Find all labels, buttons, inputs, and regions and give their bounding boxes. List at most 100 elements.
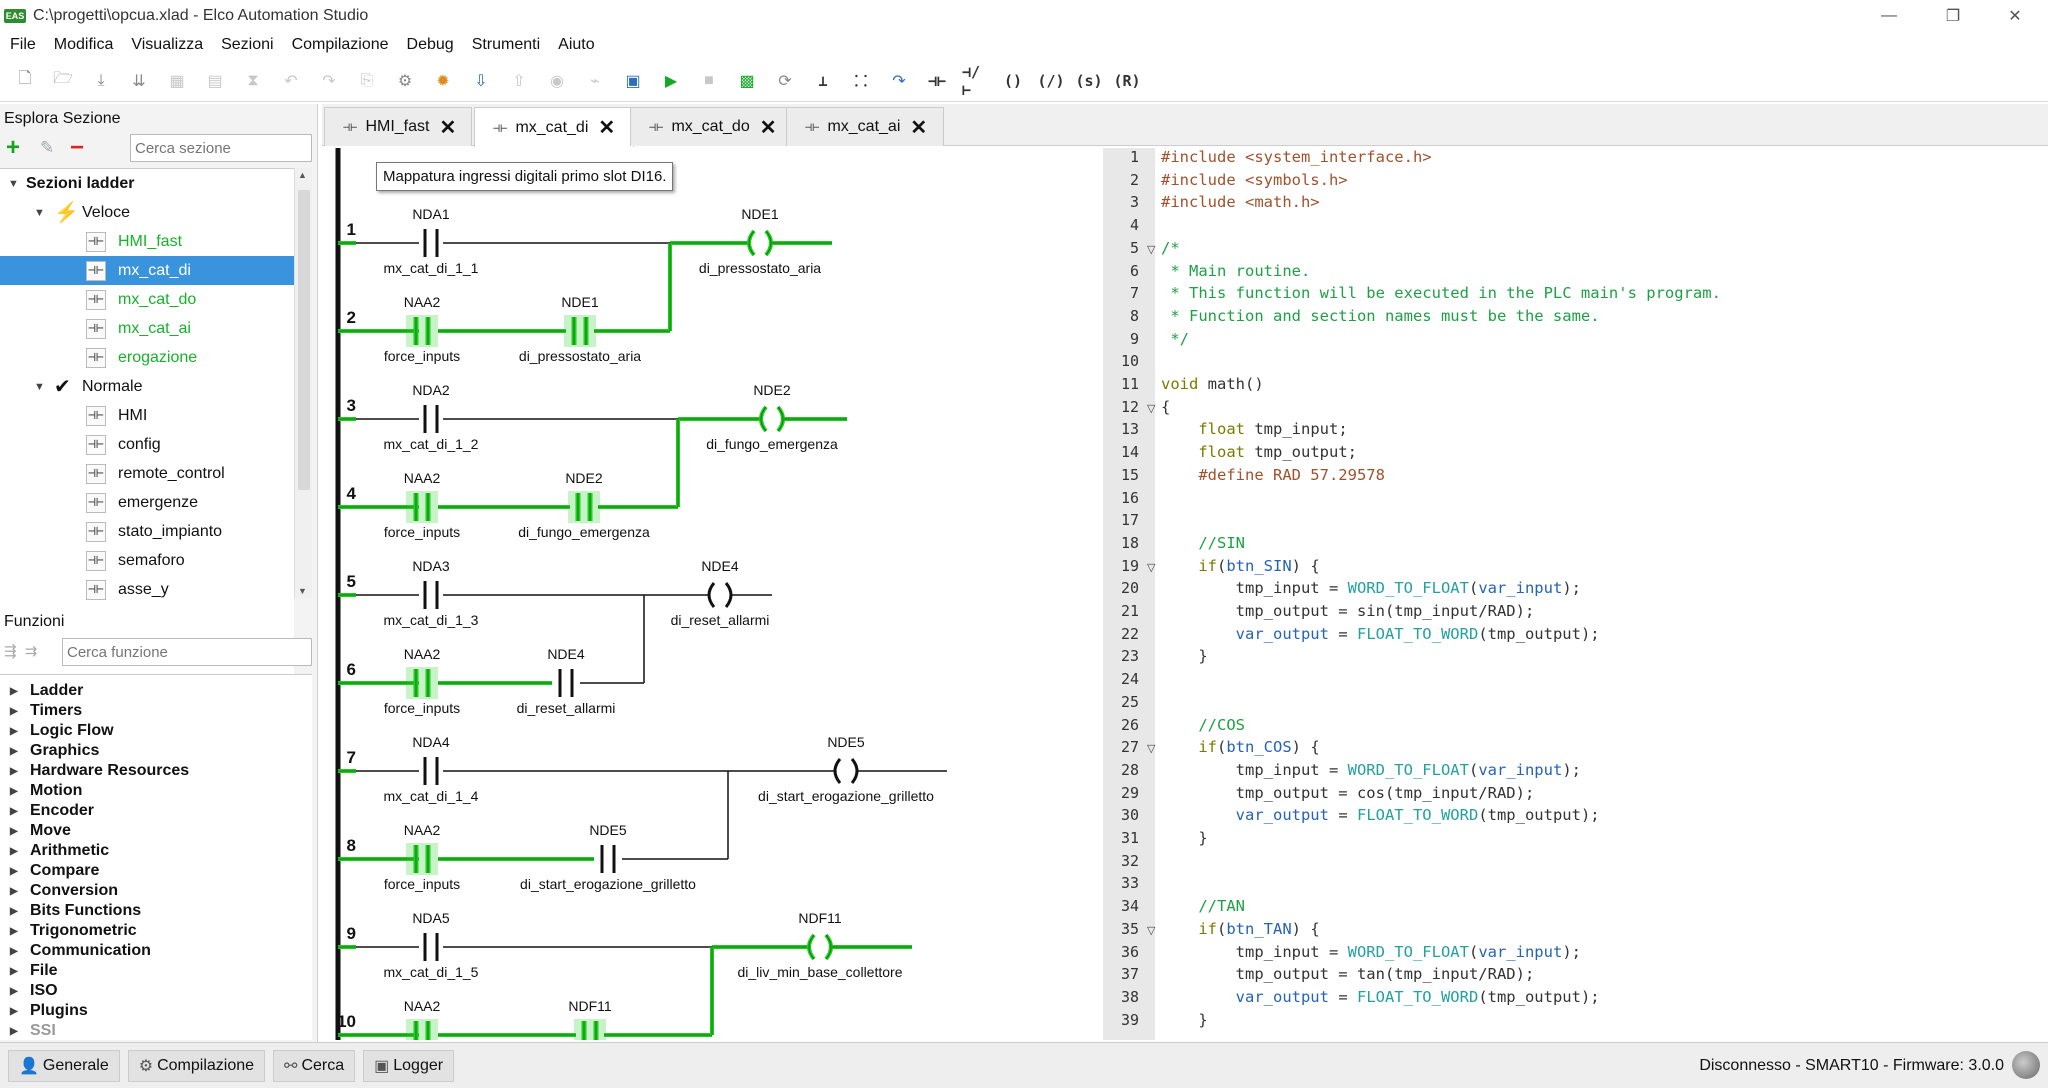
minimize-button[interactable]: —	[1881, 6, 1897, 24]
hourglass-icon[interactable]: ⧗	[247, 71, 259, 89]
function-item[interactable]: ▶File	[10, 962, 58, 979]
copy-icon[interactable]: ⎘	[360, 71, 374, 89]
scroll-down-icon[interactable]: ▼	[298, 586, 307, 596]
collapse-all-icon[interactable]: ⇉	[24, 643, 38, 660]
close-tab-icon[interactable]: ✕	[439, 116, 457, 139]
branch-icon[interactable]: ⊥	[818, 71, 828, 90]
contact-no-icon[interactable]: ⊣⊢	[927, 71, 947, 90]
menu-modifica[interactable]: Modifica	[53, 35, 114, 53]
code-line[interactable]: if(btn_SIN) {	[1198, 556, 1320, 575]
tree-item-emergenze[interactable]: ⊣⊢ emergenze	[0, 488, 294, 517]
generale-button[interactable]: 👤Generale	[8, 1049, 120, 1082]
expand-triangle-icon[interactable]: ▶	[10, 745, 18, 757]
code-line[interactable]: tmp_input = WORD_TO_FLOAT(var_input);	[1161, 942, 1581, 961]
tree-item-mx-cat-ai[interactable]: ⊣⊢ mx_cat_ai	[0, 314, 294, 343]
function-item[interactable]: ▶Compare	[10, 862, 100, 879]
compilazione-button[interactable]: ⚙Compilazione	[127, 1049, 266, 1082]
close-tab-icon[interactable]: ✕	[910, 116, 928, 139]
device-icon[interactable]: ▣	[625, 72, 641, 90]
redo-icon[interactable]: ↷	[322, 72, 336, 90]
expand-triangle-icon[interactable]: ▶	[10, 805, 18, 817]
tree-group-normale[interactable]: ▼ ✔ Normale	[34, 376, 143, 398]
code-line[interactable]: }	[1161, 647, 1208, 666]
code-line[interactable]: /*	[1161, 238, 1180, 257]
code-line[interactable]: var_output = FLOAT_TO_WORD(tmp_output);	[1235, 806, 1600, 825]
add-section-icon[interactable]: +	[6, 134, 21, 161]
function-item[interactable]: ▶Conversion	[10, 882, 119, 899]
expand-triangle-icon[interactable]: ▶	[10, 765, 18, 777]
restore-button[interactable]: ❐	[1945, 7, 1961, 25]
expand-triangle-icon[interactable]: ▶	[10, 885, 18, 897]
run-icon[interactable]: ▶	[664, 72, 678, 90]
scrollbar-thumb[interactable]	[298, 190, 310, 490]
tree-item-hmi-fast[interactable]: ⊣⊢ HMI_fast	[0, 227, 294, 256]
code-line[interactable]: float tmp_input;	[1198, 420, 1348, 439]
tab-hmi-fast[interactable]: ⊣⊢ HMI_fast ✕	[324, 107, 472, 146]
save-icon[interactable]: ⤓	[97, 71, 105, 89]
function-item[interactable]: ▶Bits Functions	[10, 902, 142, 919]
expand-triangle-icon[interactable]: ▶	[10, 905, 18, 917]
node-icon[interactable]: ⸬	[854, 71, 868, 90]
expand-triangle-icon[interactable]: ▶	[10, 1005, 18, 1017]
coil-icon[interactable]: ()	[1003, 71, 1023, 90]
code-line[interactable]: #include <symbols.h>	[1161, 170, 1348, 189]
disconnect-icon[interactable]: ⌁	[590, 72, 600, 90]
code-line[interactable]: * Main routine.	[1161, 261, 1311, 280]
function-item[interactable]: ▶Plugins	[10, 1002, 88, 1019]
function-item[interactable]: ▶Motion	[10, 782, 83, 799]
ladder-diagram[interactable]: 12NDA1mx_cat_di_1_1NDE1di_pressostato_ar…	[322, 148, 1102, 1040]
function-item[interactable]: ▶SSI	[10, 1022, 56, 1039]
coil-negated-icon[interactable]: (/)	[1037, 71, 1065, 90]
function-item[interactable]: ▶Ladder	[10, 682, 84, 699]
tree-item-mx-cat-do[interactable]: ⊣⊢ mx_cat_do	[0, 285, 294, 314]
expand-triangle-icon[interactable]: ▼	[34, 380, 45, 393]
expand-triangle-icon[interactable]: ▶	[10, 725, 18, 737]
close-tab-icon[interactable]: ✕	[759, 116, 777, 139]
tree-item-remote-control[interactable]: ⊣⊢ remote_control	[0, 459, 294, 488]
code-line[interactable]: var_output = FLOAT_TO_WORD(tmp_output);	[1235, 987, 1600, 1006]
delete-section-icon[interactable]: −	[70, 134, 85, 161]
fold-toggle-icon[interactable]: ▽	[1147, 743, 1156, 756]
fold-toggle-icon[interactable]: ▽	[1147, 924, 1156, 937]
code-line[interactable]: if(btn_COS) {	[1198, 738, 1320, 757]
code-line[interactable]: //SIN	[1161, 533, 1245, 552]
edit-section-icon[interactable]: ✎	[40, 138, 55, 157]
monitor-icon[interactable]: ▩	[739, 72, 755, 90]
build-icon[interactable]: ⚙	[397, 72, 413, 90]
function-item[interactable]: ▶Graphics	[10, 742, 100, 759]
scroll-up-icon[interactable]: ▲	[298, 170, 307, 180]
settings-icon[interactable]: ✹	[436, 72, 450, 90]
expand-triangle-icon[interactable]: ▶	[10, 1025, 18, 1037]
upload-plc-icon[interactable]: ⇧	[512, 72, 526, 90]
tree-item-semaforo[interactable]: ⊣⊢ semaforo	[0, 546, 294, 575]
tree-item-mx-cat-di[interactable]: ⊣⊢ mx_cat_di	[0, 256, 294, 285]
expand-triangle-icon[interactable]: ▶	[10, 785, 18, 797]
function-item[interactable]: ▶Trigonometric	[10, 922, 137, 939]
tab-mx-cat-di[interactable]: ⊣⊢ mx_cat_di ✕	[474, 107, 634, 147]
menu-visualizza[interactable]: Visualizza	[131, 35, 204, 53]
function-item[interactable]: ▶Arithmetic	[10, 842, 110, 859]
code-line[interactable]: var_output = FLOAT_TO_WORD(tmp_output);	[1235, 624, 1600, 643]
code-line[interactable]: {	[1161, 397, 1171, 416]
cerca-button[interactable]: ⚯Cerca	[273, 1049, 356, 1082]
code-line[interactable]: */	[1161, 329, 1189, 348]
function-item[interactable]: ▶Encoder	[10, 802, 95, 819]
code-line[interactable]: tmp_output = sin(tmp_input/RAD);	[1161, 602, 1535, 620]
code-line[interactable]: #define RAD 57.29578	[1161, 465, 1385, 484]
tree-item-stato-impianto[interactable]: ⊣⊢ stato_impianto	[0, 517, 294, 546]
menu-compilazione[interactable]: Compilazione	[291, 35, 389, 53]
expand-triangle-icon[interactable]: ▶	[10, 965, 18, 977]
tree-item-erogazione[interactable]: ⊣⊢ erogazione	[0, 343, 294, 372]
connect-icon[interactable]: ◉	[550, 72, 564, 90]
close-tab-icon[interactable]: ✕	[598, 117, 616, 139]
expand-triangle-icon[interactable]: ▼	[34, 206, 45, 219]
expand-triangle-icon[interactable]: ▶	[10, 945, 18, 957]
expand-triangle-icon[interactable]: ▶	[10, 685, 18, 697]
function-item[interactable]: ▶Hardware Resources	[10, 762, 190, 779]
new-file-icon[interactable]: 🗋	[18, 70, 32, 87]
menu-sezioni[interactable]: Sezioni	[221, 35, 274, 53]
code-line[interactable]: //COS	[1161, 715, 1245, 734]
expand-triangle-icon[interactable]: ▶	[10, 925, 18, 937]
